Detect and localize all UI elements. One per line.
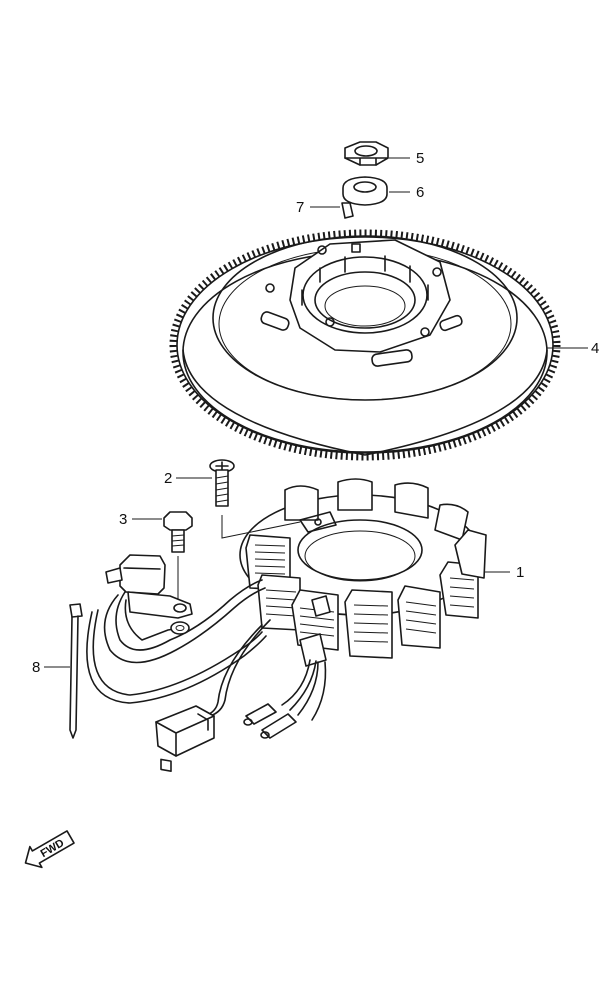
callout-1: 1: [516, 564, 524, 581]
harness-connector: [155, 705, 215, 772]
fwd-indicator: FWD: [24, 830, 75, 869]
callout-5: 5: [416, 150, 424, 167]
woodruff-key: [341, 202, 354, 219]
pulser-bolt: [163, 511, 193, 553]
leader-lines: [44, 157, 588, 668]
callout-labels: 5 6 7 4 2 3 1 8: [32, 150, 599, 676]
flywheel-rotor: [169, 229, 561, 461]
stator-assembly: [239, 478, 487, 667]
callout-7: 7: [296, 199, 304, 216]
fwd-label: FWD: [39, 837, 67, 860]
flywheel-nut: [344, 141, 389, 166]
callout-2: 2: [164, 470, 172, 487]
callout-6: 6: [416, 184, 424, 201]
washer: [342, 176, 388, 206]
bullet-terminals: [243, 659, 327, 739]
pulser-coil: [105, 554, 193, 619]
callout-8: 8: [32, 659, 40, 676]
fwd-arrow-icon: FWD: [24, 830, 75, 869]
callout-3: 3: [119, 511, 127, 528]
stator-screw: [209, 459, 235, 507]
cable-tie: [69, 603, 83, 739]
callout-4: 4: [591, 340, 599, 357]
wire-harness: [86, 579, 271, 717]
